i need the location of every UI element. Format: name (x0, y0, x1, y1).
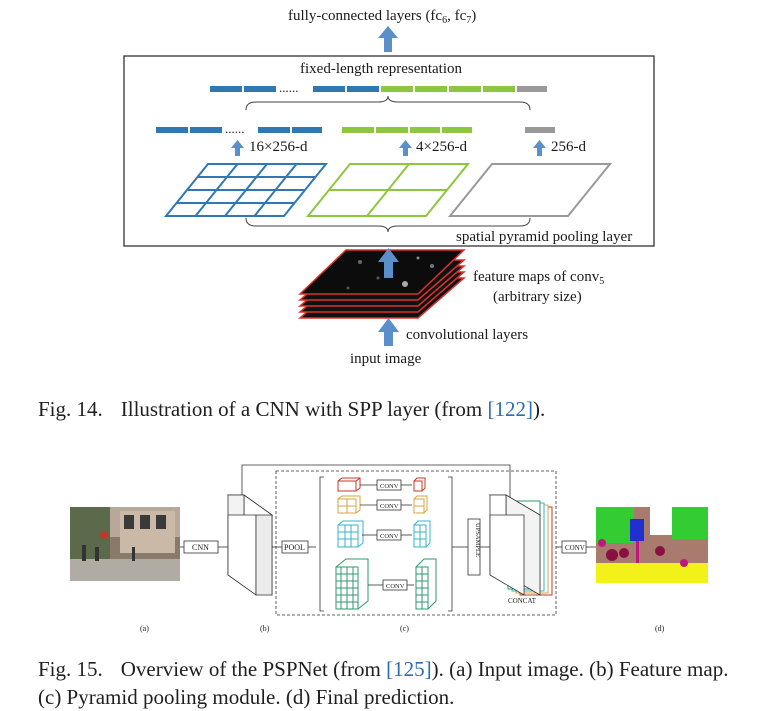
pool-label: POOL (284, 543, 305, 552)
grid-1x1 (447, 163, 613, 217)
brace-top (245, 95, 531, 111)
upsample-label: UPSAMPLE (474, 523, 481, 557)
dim-4: 4×256-d (416, 139, 467, 155)
feature-map-block (226, 494, 274, 596)
svg-text:......: ...... (279, 80, 299, 95)
svg-text:CONV: CONV (380, 533, 399, 540)
label-d: (d) (655, 624, 665, 633)
svg-text:CONV: CONV (380, 483, 399, 490)
up-arrow-icon (533, 140, 546, 156)
final-conv-label: CONV (565, 544, 585, 552)
input-image (70, 507, 180, 581)
pyramid-level-1 (337, 477, 426, 492)
prediction-map (596, 507, 708, 583)
svg-text:......: ...... (225, 121, 245, 136)
dim-16: 16×256-d (249, 139, 308, 155)
reference-link[interactable]: [125] (386, 657, 432, 681)
up-arrow-icon (378, 26, 398, 52)
up-arrow-icon (231, 140, 244, 156)
pooled-vectors: ...... (156, 121, 555, 136)
caption-fig15: Fig. 15.Overview of the PSPNet (from [12… (38, 657, 729, 709)
svg-text:CONV: CONV (386, 583, 405, 590)
grid-4x4 (163, 163, 329, 217)
reference-link[interactable]: [122] (487, 397, 533, 421)
brace-bottom (245, 217, 531, 233)
conv-boxes: CONV CONV CONV CONV (360, 479, 414, 591)
conv-layers-label: convolutional layers (406, 327, 528, 343)
grid-2x2 (305, 163, 471, 217)
feature-maps-label: feature maps of conv5 (473, 269, 604, 287)
arbitrary-size-label: (arbitrary size) (493, 289, 582, 305)
pyramid-level-2 (337, 495, 428, 514)
fc-layers-label: fully-connected layers (fc6, fc7) (288, 8, 476, 26)
fixed-length-label: fixed-length representation (300, 61, 463, 77)
concat-label: CONCAT (508, 597, 537, 605)
figure-15-pspnet: CNN POOL (70, 464, 708, 633)
up-arrow-icon (399, 140, 412, 156)
up-arrow-icon (378, 318, 399, 346)
label-c: (c) (400, 624, 409, 633)
label-b: (b) (260, 624, 270, 633)
up-arrow-icon (378, 248, 399, 278)
caption-fig14: Fig. 14.Illustration of a CNN with SPP l… (38, 397, 546, 421)
label-a: (a) (140, 624, 149, 633)
pyramid-level-3 (337, 520, 431, 548)
figure-14-spp: fully-connected layers (fc6, fc7) fixed-… (123, 8, 655, 367)
fixed-length-vector: ...... (210, 80, 547, 95)
pyramid-level-4 (335, 558, 437, 610)
input-image-label: input image (350, 351, 422, 367)
concat-block (488, 494, 553, 596)
feature-map-stack (297, 249, 467, 319)
spp-layer-label: spatial pyramid pooling layer (456, 229, 632, 245)
spp-frame (123, 55, 655, 247)
dim-1: 256-d (551, 139, 586, 155)
pyramid-module-frame (275, 470, 557, 616)
svg-text:CONV: CONV (380, 503, 399, 510)
cnn-label: CNN (192, 543, 209, 552)
